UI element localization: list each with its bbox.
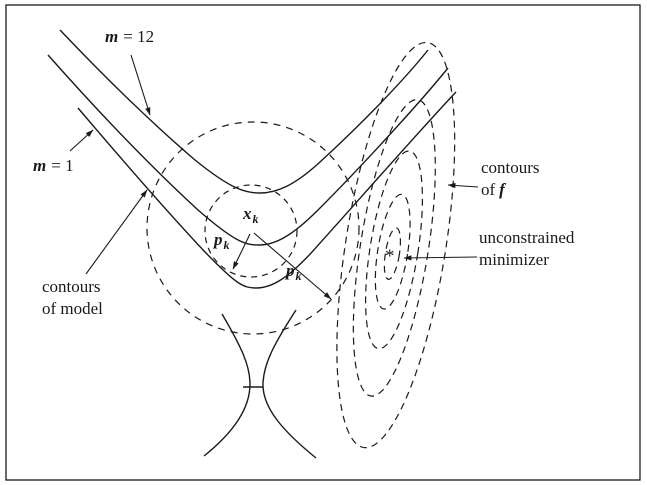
figure-border xyxy=(5,4,641,481)
contours-f-arrow xyxy=(447,182,479,189)
label-contours-model-line1: contours xyxy=(42,277,101,296)
label-m1-value: = 1 xyxy=(51,156,74,175)
label-m12-value: = 12 xyxy=(123,27,155,46)
model-contour-middle xyxy=(47,54,449,246)
pk-long-vector xyxy=(253,232,332,300)
label-pk-short-sub: k xyxy=(223,238,230,252)
unconstrained-minimizer-marker: * xyxy=(385,246,395,267)
label-contours-model-line2: of model xyxy=(42,299,103,318)
label-unconstrained-line1: unconstrained xyxy=(479,228,575,247)
unconstrained-minimizer-arrow xyxy=(403,255,478,261)
pk-short-vector xyxy=(232,233,251,270)
label-m1-var: m xyxy=(33,156,47,175)
trust-region-outer-circle xyxy=(146,121,360,335)
label-pk-long-sub: k xyxy=(295,269,302,283)
label-pk-long: pk xyxy=(286,260,302,283)
f-contour-5 xyxy=(336,41,456,449)
model-contours xyxy=(47,29,457,459)
label-pk-long-var: p xyxy=(286,261,295,280)
f-contour-3 xyxy=(365,150,424,350)
label-m12: m= 12 xyxy=(105,26,154,48)
m12-arrow xyxy=(130,54,151,116)
trust-region-inner-circle xyxy=(204,184,298,278)
model-contour-lower-right xyxy=(262,309,317,459)
label-contours-f-var: f xyxy=(499,180,505,199)
label-pk-short-var: p xyxy=(214,230,223,249)
model-contour-lower-left xyxy=(203,313,251,457)
trust-region-circles xyxy=(146,121,360,335)
f-contours xyxy=(336,41,456,449)
contours-model-arrow xyxy=(85,189,148,275)
label-contours-f-of: of xyxy=(481,180,496,199)
label-unconstrained-line2: minimizer xyxy=(479,250,549,269)
label-contours-model: contours of model xyxy=(42,276,103,320)
label-m12-var: m xyxy=(105,27,119,46)
annotation-arrows xyxy=(69,54,479,300)
m1-arrow xyxy=(69,129,94,152)
model-contour-m12 xyxy=(59,29,429,194)
label-m1: m= 1 xyxy=(33,155,74,177)
label-unconstrained-minimizer: unconstrained minimizer xyxy=(479,227,574,271)
f-contour-4 xyxy=(352,99,436,397)
model-contour-m1 xyxy=(77,91,457,289)
label-contours-f-line1-text: contours xyxy=(481,158,540,177)
label-xk: xk xyxy=(243,203,259,226)
f-contour-2 xyxy=(374,193,411,310)
label-pk-short: pk xyxy=(214,229,230,252)
label-xk-sub: k xyxy=(252,212,259,226)
f-contour-1 xyxy=(383,227,402,280)
label-xk-var: x xyxy=(243,204,252,223)
label-contours-f-line1: contours xyxy=(481,157,540,179)
